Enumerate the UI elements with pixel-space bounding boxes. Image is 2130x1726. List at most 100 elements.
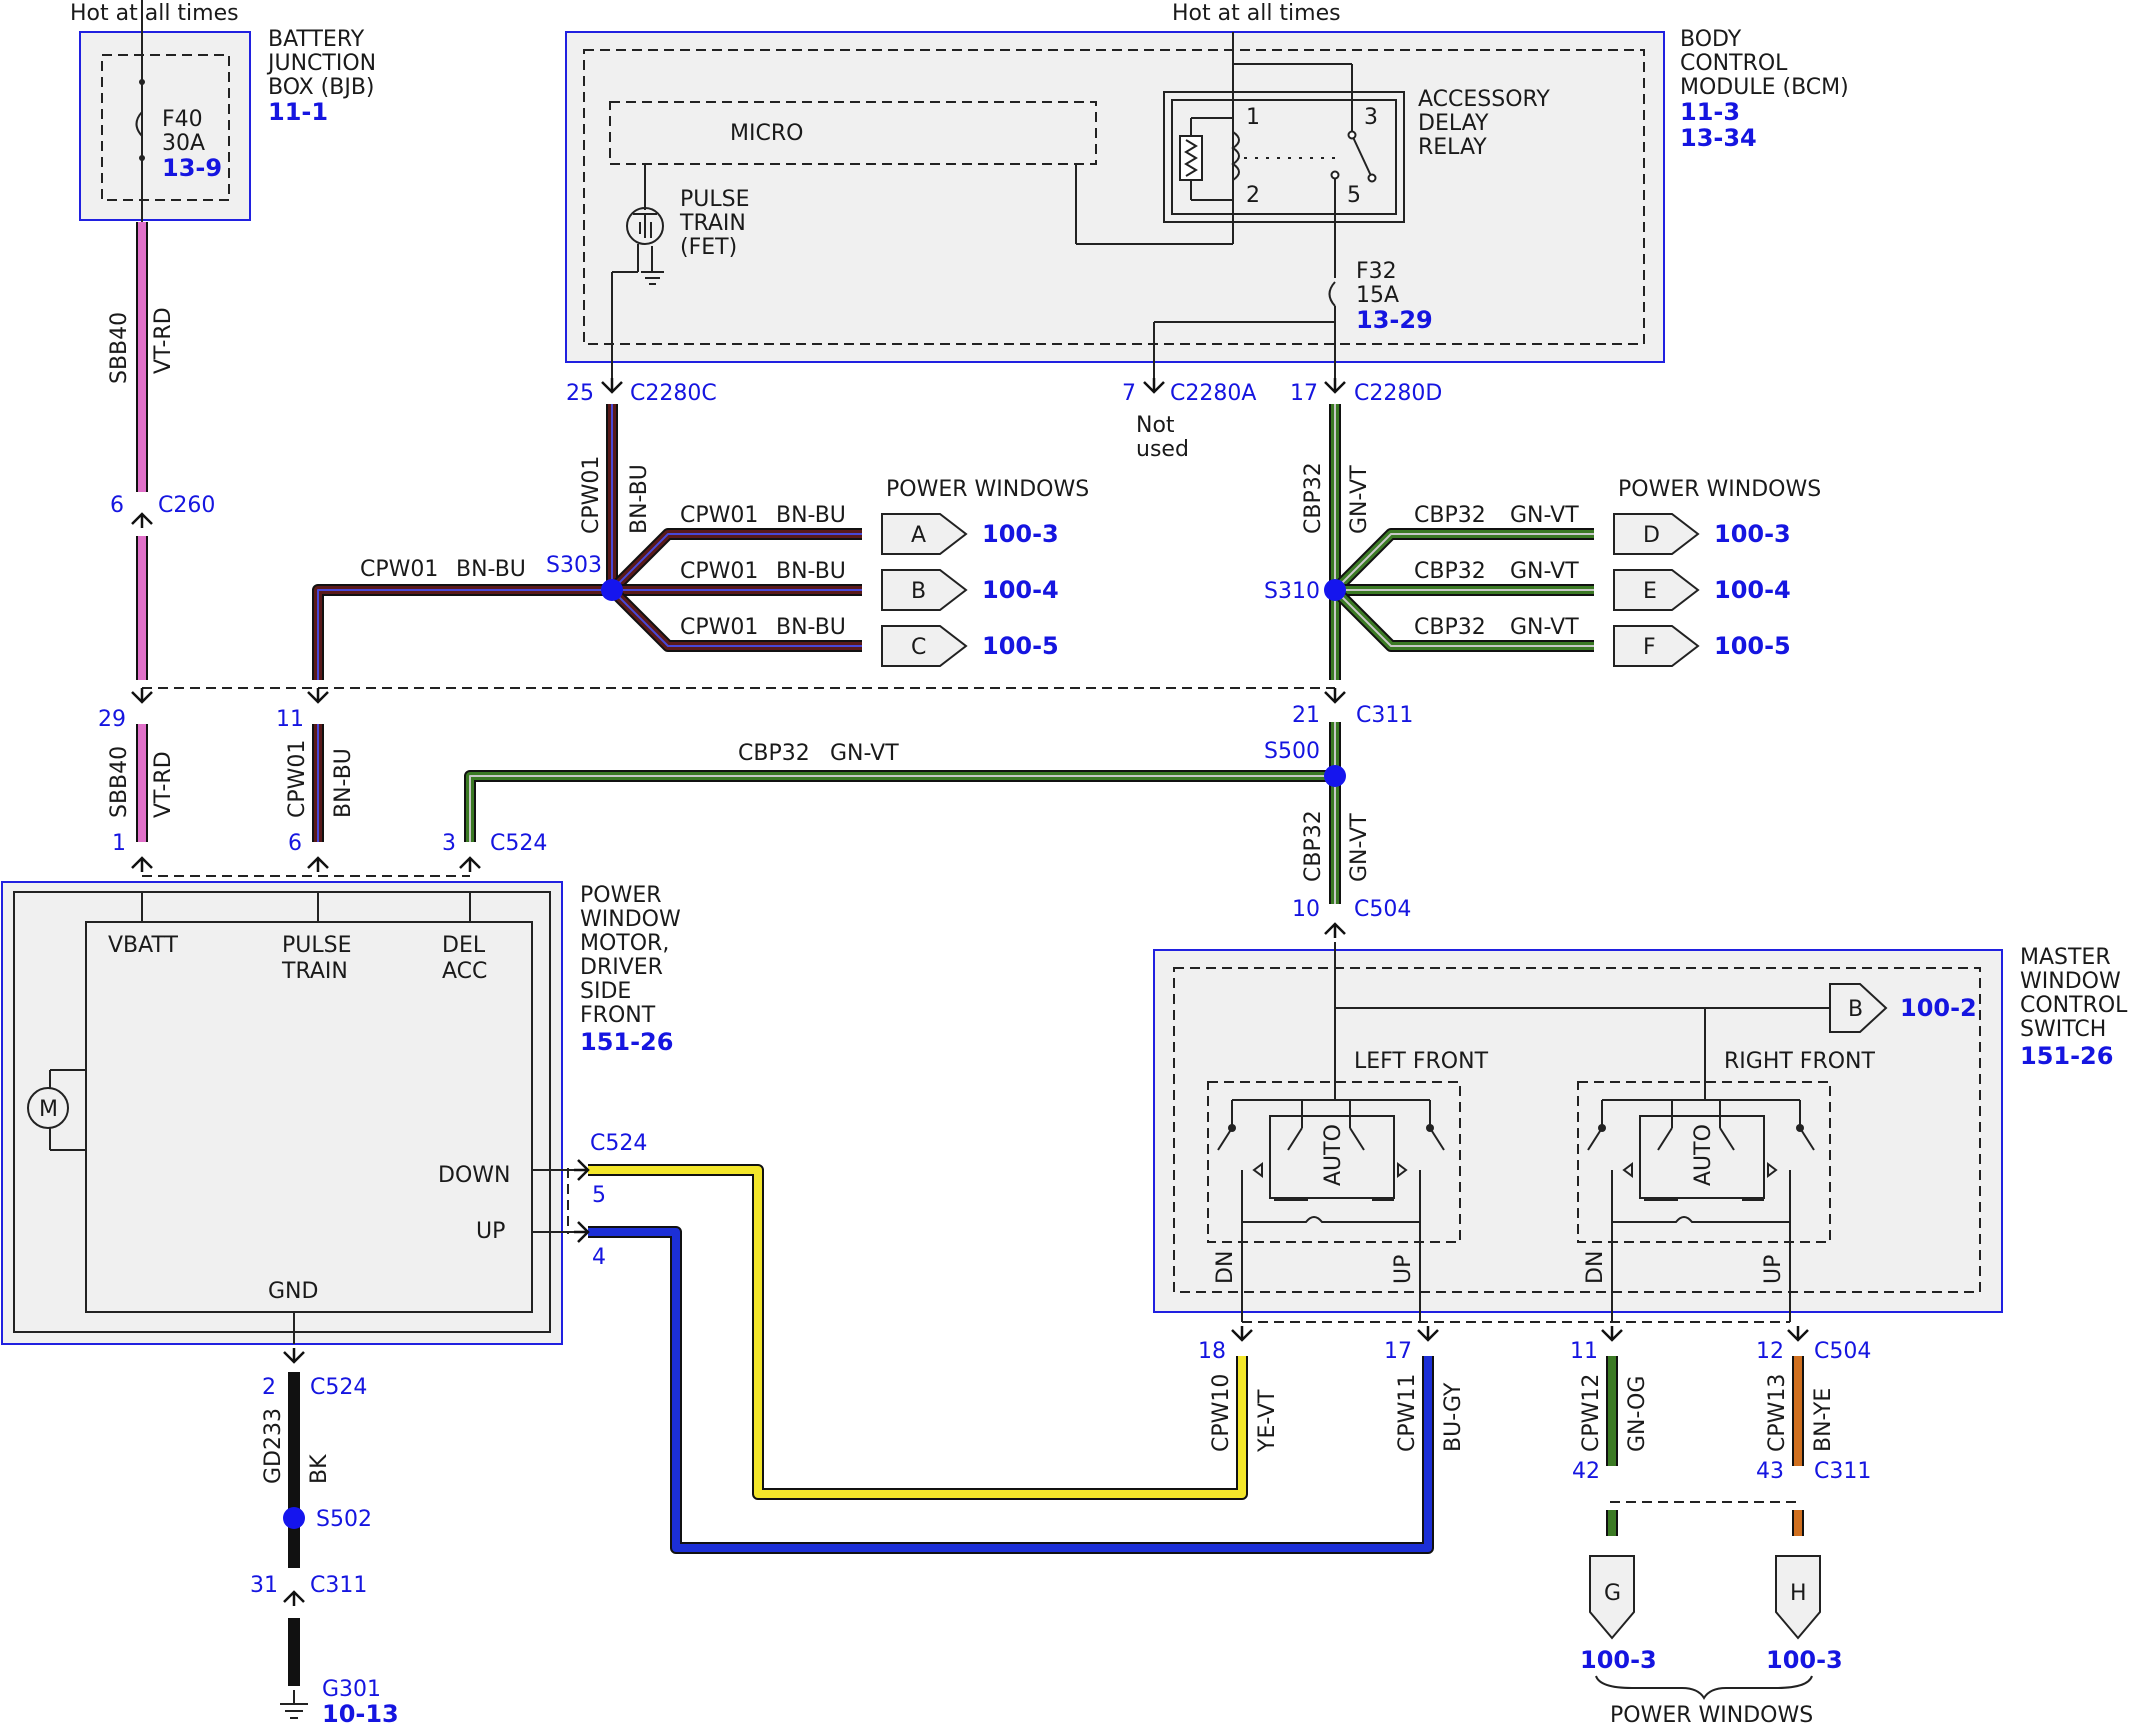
wire-id: CPW01	[680, 559, 758, 584]
power-windows-title: POWER WINDOWS	[1618, 477, 1821, 502]
wire-color: YE-VT	[1255, 1389, 1280, 1453]
connector-c504-arrow	[1601, 1326, 1623, 1342]
cap-letter: H	[1790, 1581, 1807, 1606]
motor-name: POWER	[580, 883, 662, 908]
switch-name: CONTROL	[2020, 993, 2128, 1018]
motor-ref: 151-26	[580, 1028, 673, 1056]
motor-name: DRIVER	[580, 955, 663, 980]
wire-id: CPW01	[579, 456, 604, 534]
wire-id: CPW13	[1765, 1374, 1790, 1452]
wire-id: CPW01	[680, 615, 758, 640]
del-acc-pin: DEL	[442, 933, 486, 958]
pin-label: 10	[1292, 897, 1320, 922]
dn-label: DN	[1213, 1251, 1238, 1284]
connector-bodies	[142, 687, 1798, 1503]
connector-label: C260	[158, 493, 215, 518]
up-label: UP	[1391, 1255, 1416, 1284]
connector-c311-arrow	[307, 688, 329, 704]
pin-label: 11	[276, 707, 304, 732]
cap-h	[1775, 1555, 1821, 1640]
auto-label: AUTO	[1691, 1124, 1716, 1186]
wire-cpw01	[607, 528, 862, 595]
connector-c504-arrow	[1787, 1326, 1809, 1342]
ground-ref: 10-13	[322, 1700, 399, 1726]
wire-id: CBP32	[1414, 559, 1486, 584]
wire-color: GN-VT	[1510, 503, 1579, 528]
splices	[283, 579, 1346, 1529]
cap-ref: 100-4	[1714, 576, 1791, 604]
connector-label: C504	[1814, 1339, 1871, 1364]
cap-ref: 100-3	[1714, 520, 1791, 548]
connector-c2280a-arrow	[1143, 378, 1165, 394]
bcm-hot-label: Hot at all times	[1172, 1, 1341, 26]
pulse-train-label: (FET)	[680, 235, 737, 260]
switch-name: MASTER	[2020, 945, 2111, 970]
pin-label: 5	[592, 1183, 606, 1208]
bcm-ref: 11-3	[1680, 98, 1740, 126]
wire-cpw01	[312, 584, 612, 680]
motor-name: WINDOW	[580, 907, 681, 932]
connector-c2280c-arrow	[601, 378, 623, 394]
wire-color: BN-YE	[1811, 1388, 1836, 1452]
switch-ref: 151-26	[2020, 1042, 2113, 1070]
bjb-module	[79, 31, 251, 221]
wire-color: GN-VT	[830, 741, 899, 766]
bjb-name: BOX (BJB)	[268, 75, 375, 100]
cap-ref: 100-3	[1580, 1646, 1657, 1674]
wire-color: BN-BU	[331, 748, 356, 818]
connector-label: C2280D	[1354, 381, 1442, 406]
reference-caps	[280, 513, 1888, 1719]
connector-c311-arrow	[131, 688, 153, 704]
cap-switch-b	[1829, 983, 1888, 1033]
wire-id: GD233	[261, 1408, 286, 1484]
left-front-label: LEFT FRONT	[1354, 1049, 1489, 1074]
connector-c504-arrow	[1417, 1326, 1439, 1342]
cap-f	[1613, 625, 1700, 667]
wire-color: GN-VT	[1347, 813, 1372, 882]
relay-name: RELAY	[1418, 135, 1487, 160]
bjb-name: BATTERY	[268, 27, 365, 52]
wire-color: BN-BU	[456, 557, 526, 582]
cap-ref: 100-3	[982, 520, 1059, 548]
bcm-ref: 13-34	[1680, 124, 1757, 152]
connector-arrows	[131, 378, 1809, 1606]
wire-color: BN-BU	[776, 559, 846, 584]
splice-label: S310	[1264, 579, 1320, 604]
relay-name: DELAY	[1418, 111, 1489, 136]
pin-label: 7	[1122, 381, 1136, 406]
bcm-name: CONTROL	[1680, 51, 1788, 76]
cap-letter: G	[1604, 1581, 1621, 1606]
cap-c	[881, 625, 968, 667]
relay-name: ACCESSORY	[1418, 87, 1550, 112]
pin-label: 4	[592, 1245, 606, 1270]
bjb-name: JUNCTION	[266, 51, 376, 76]
up-pin: UP	[476, 1219, 505, 1244]
splice-label: S500	[1264, 739, 1320, 764]
wire-cbp32	[1330, 585, 1594, 652]
wire-id: CPW12	[1579, 1374, 1604, 1452]
connector-label: C311	[1356, 703, 1413, 728]
cap-letter: D	[1643, 523, 1660, 548]
cap-a	[881, 513, 968, 555]
pulse-train-label: TRAIN	[679, 211, 746, 236]
gnd-pin: GND	[268, 1279, 318, 1304]
switch-name: WINDOW	[2020, 969, 2121, 994]
connector-label: C524	[310, 1375, 367, 1400]
connector-label: C311	[310, 1573, 367, 1598]
power-windows-title: POWER WINDOWS	[886, 477, 1089, 502]
wire-id: CBP32	[738, 741, 810, 766]
wire-id: CPW01	[680, 503, 758, 528]
splice-s502	[283, 1507, 305, 1529]
cap-ref: 100-5	[1714, 632, 1791, 660]
wire-cbp32	[1330, 528, 1594, 595]
pin-label: 6	[110, 493, 124, 518]
cap-letter: F	[1643, 635, 1656, 660]
wire-cpw11	[588, 1226, 1434, 1554]
connector-c524-arrow	[574, 1159, 590, 1181]
wire-id: CPW01	[360, 557, 438, 582]
pin-label: 31	[250, 1573, 278, 1598]
wire-color: VT-RD	[151, 751, 176, 818]
f40-label: F40	[162, 107, 203, 132]
cap-g	[1589, 1555, 1635, 1640]
